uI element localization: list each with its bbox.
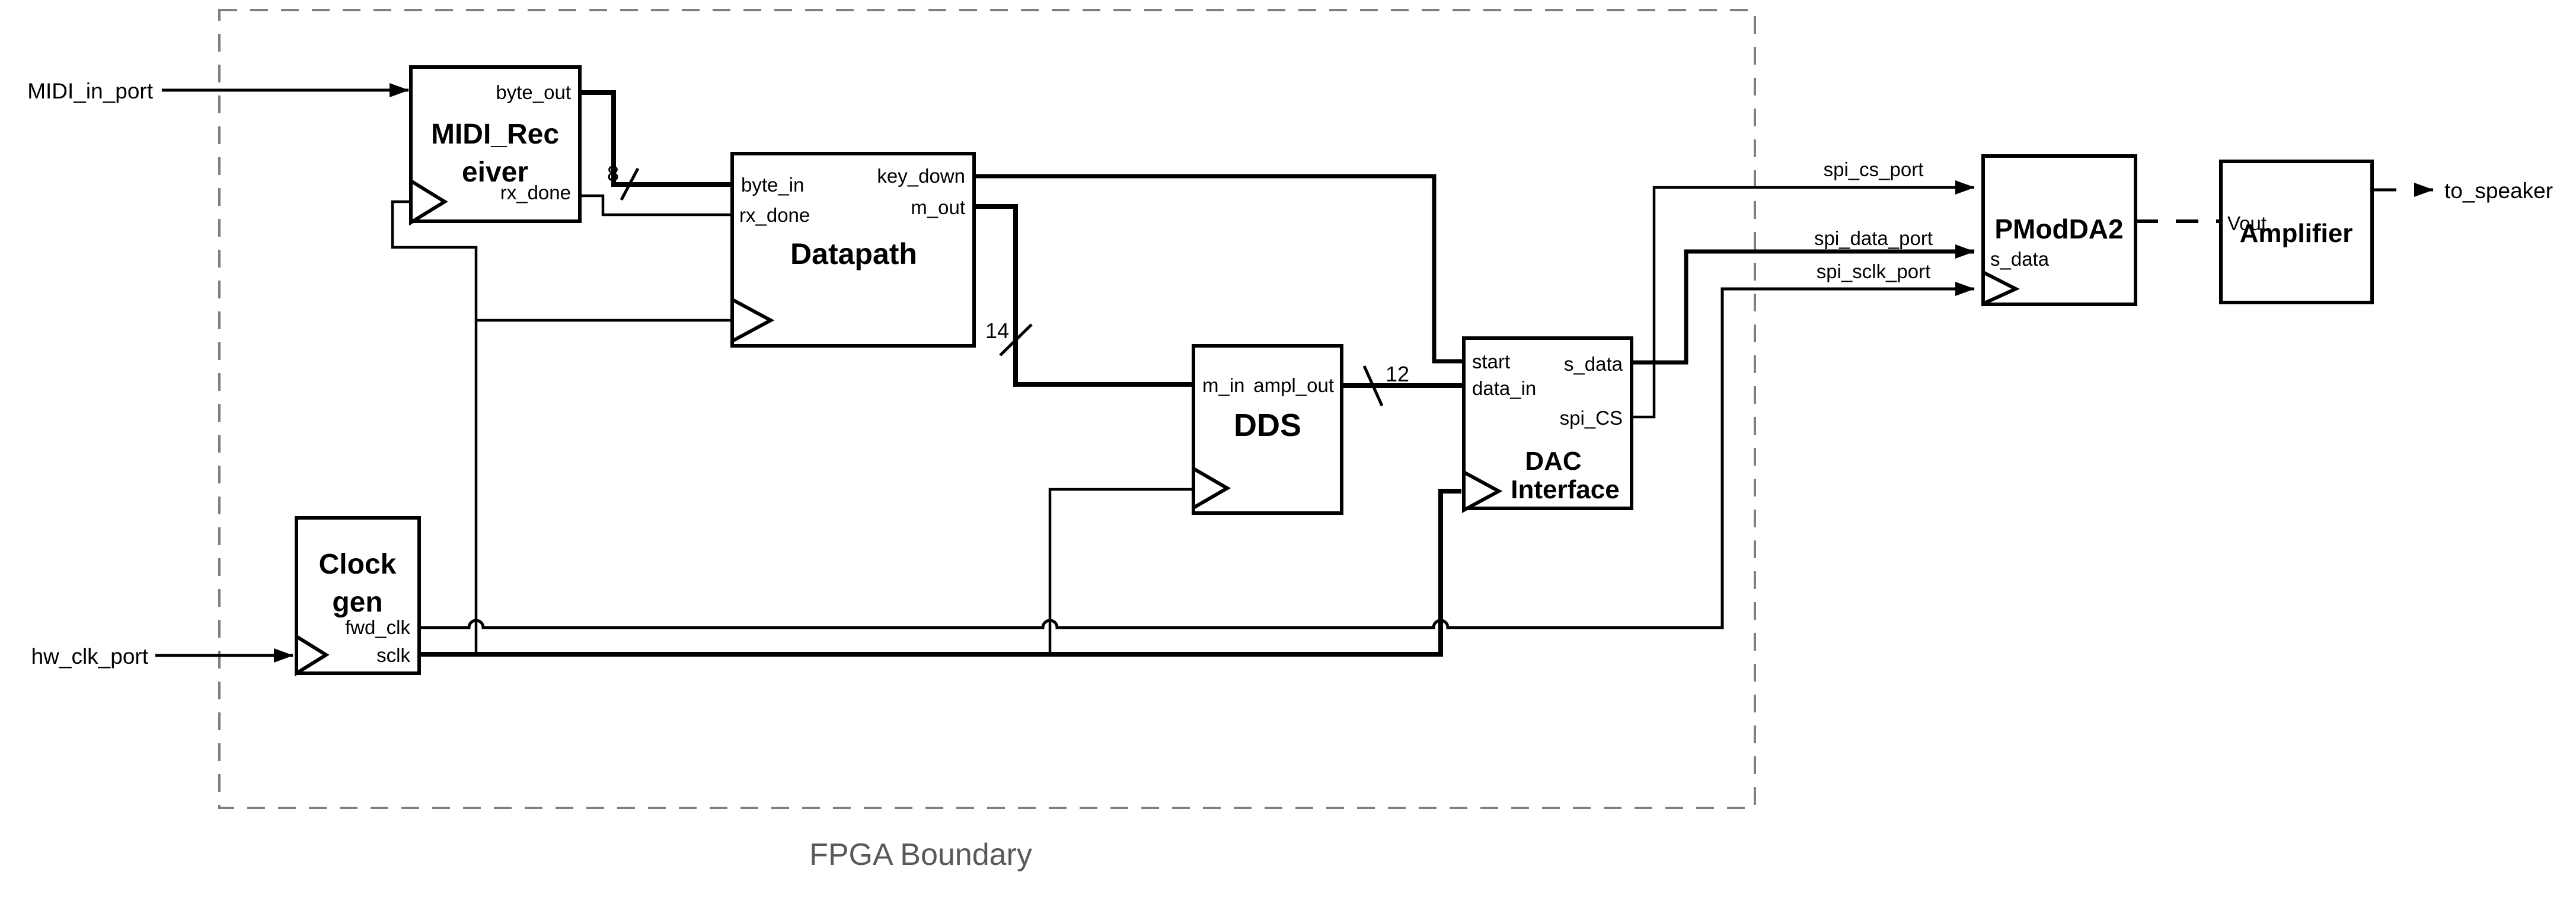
port-label-midi-rx-done: rx_done — [500, 182, 571, 203]
clock-triangle-clock-gen — [295, 633, 330, 677]
clock-triangle-midi-receiver — [409, 177, 448, 226]
block-amplifier: Amplifier Vout — [2219, 160, 2374, 304]
clock-triangle-dds — [1192, 465, 1231, 511]
label-to-speaker: to_speaker — [2444, 179, 2553, 203]
bus-width-12: 12 — [1386, 362, 1409, 386]
block-midi-receiver-title2: eiver — [462, 157, 528, 188]
block-dac-interface: DAC Interface start data_in s_data spi_C… — [1462, 336, 1633, 514]
bus-slash-14 — [999, 323, 1033, 356]
block-clock-gen-title1: Clock — [319, 549, 397, 580]
block-dac-interface-title1: DAC — [1525, 447, 1581, 476]
wire-m-out — [974, 204, 1193, 387]
block-dds-title: DDS — [1234, 408, 1301, 443]
label-spi-data-port: spi_data_port — [1814, 227, 1933, 249]
clock-triangle-datapath — [730, 296, 775, 345]
port-label-dac-s-data: s_data — [1564, 353, 1623, 375]
block-datapath-title: Datapath — [790, 237, 917, 270]
port-label-dds-m-in: m_in — [1202, 374, 1245, 396]
wire-clk-dds — [1048, 488, 1192, 654]
bus-width-8: 8 — [607, 161, 619, 186]
port-label-datapath-key-down: key_down — [877, 165, 965, 187]
block-datapath: Datapath byte_in rx_done key_down m_out — [730, 152, 976, 348]
block-dds: DDS m_in ampl_out — [1192, 344, 1343, 515]
label-spi-cs-port: spi_cs_port — [1824, 158, 1924, 180]
wire-byte-out — [580, 90, 732, 187]
block-pmod-da2-box — [1981, 154, 2137, 306]
wire-spi-cs — [1632, 180, 1975, 419]
port-label-datapath-byte-in: byte_in — [741, 174, 804, 196]
clock-triangle-pmod-da2 — [1981, 269, 2020, 307]
block-amplifier-box — [2219, 160, 2374, 304]
label-hw-clk-port: hw_clk_port — [31, 644, 149, 669]
fpga-boundary-label: FPGA Boundary — [809, 838, 1032, 872]
port-label-dac-start: start — [1472, 351, 1510, 373]
port-label-midi-byte-out: byte_out — [496, 81, 571, 103]
bus-slash-8 — [620, 167, 640, 201]
port-label-dac-spi-cs: spi_CS — [1560, 407, 1623, 429]
block-clock-gen-title2: gen — [332, 587, 382, 618]
port-label-clock-gen-fwd-clk: fwd_clk — [345, 616, 411, 638]
bus-slash-12 — [1362, 365, 1384, 407]
port-label-dds-ampl-out: ampl_out — [1253, 374, 1334, 396]
wire-spi-data — [1632, 244, 1975, 365]
block-pmod-da2-title: PModDA2 — [1994, 214, 2123, 244]
port-label-clock-gen-sclk: sclk — [376, 644, 410, 666]
block-datapath-box — [730, 152, 976, 348]
port-label-amplifier-vout: Vout — [2227, 212, 2267, 234]
port-label-dac-data-in: data_in — [1472, 377, 1536, 399]
block-midi-receiver: MIDI_Rec eiver byte_out rx_done — [409, 65, 582, 226]
bus-width-14: 14 — [985, 319, 1009, 343]
fpga-boundary-box — [218, 9, 1756, 809]
wire-key-down — [974, 174, 1464, 364]
block-midi-receiver-title1: MIDI_Rec — [431, 119, 559, 150]
wire-rx-done — [580, 194, 732, 217]
clock-triangle-dac-interface — [1462, 469, 1503, 514]
block-midi-receiver-box — [409, 65, 582, 223]
block-clock-gen: Clock gen fwd_clk sclk — [295, 516, 421, 677]
block-dac-interface-title2: Interface — [1511, 475, 1619, 504]
port-label-pmod-s-data: s_data — [1990, 248, 2050, 270]
wire-sclk — [419, 489, 1461, 657]
label-spi-sclk-port: spi_sclk_port — [1817, 260, 1931, 282]
wire-clk-midi-datapath — [391, 200, 478, 654]
block-amplifier-title: Amplifier — [2240, 219, 2353, 248]
block-dac-interface-box — [1462, 336, 1633, 510]
block-pmod-da2: PModDA2 s_data — [1981, 154, 2137, 307]
port-label-datapath-rx-done: rx_done — [739, 204, 810, 226]
port-label-datapath-m-out: m_out — [911, 196, 965, 218]
block-clock-gen-box — [295, 516, 421, 675]
label-midi-in-port: MIDI_in_port — [27, 79, 154, 103]
